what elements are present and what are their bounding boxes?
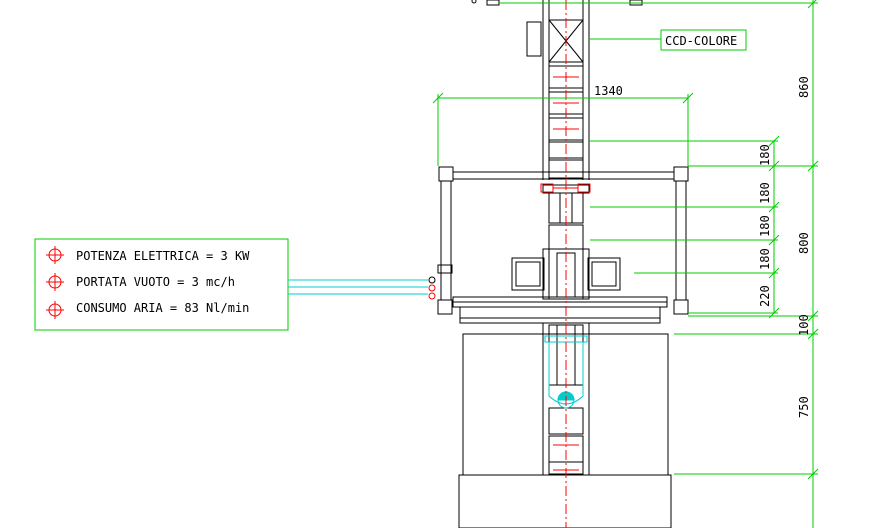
width-dimension: 1340 xyxy=(594,84,623,98)
dim-outer-4: 750 xyxy=(797,396,811,418)
spec-air: CONSUMO ARIA = 83 Nl/min xyxy=(76,301,249,315)
dim-inner-3: 180 xyxy=(758,215,772,237)
dim-inner-2: 180 xyxy=(758,182,772,204)
spec-power: POTENZA ELETTRICA = 3 KW xyxy=(76,249,250,263)
ccd-label: CCD-COLORE xyxy=(665,34,737,48)
ccd-label-box xyxy=(660,29,747,51)
base-blocks xyxy=(458,333,672,528)
air-connectors xyxy=(428,276,436,300)
dim-outer-2: 800 xyxy=(797,232,811,254)
dimension-lines xyxy=(34,0,818,528)
air-supply-lines xyxy=(288,279,428,295)
spec-vacuum: PORTATA VUOTO = 3 mc/h xyxy=(76,275,235,289)
dim-outer-3: 100 xyxy=(797,314,811,336)
dim-inner-4: 180 xyxy=(758,248,772,270)
dim-outer-1: 860 xyxy=(797,76,811,98)
segment-centermarks xyxy=(553,76,579,471)
dim-inner-5: 220 xyxy=(758,285,772,307)
vertical-column xyxy=(526,0,590,180)
dimension-ticks xyxy=(432,0,819,480)
gantry-frame xyxy=(437,166,689,324)
spec-symbols xyxy=(46,246,64,319)
dim-inner-1: 180 xyxy=(758,144,772,166)
